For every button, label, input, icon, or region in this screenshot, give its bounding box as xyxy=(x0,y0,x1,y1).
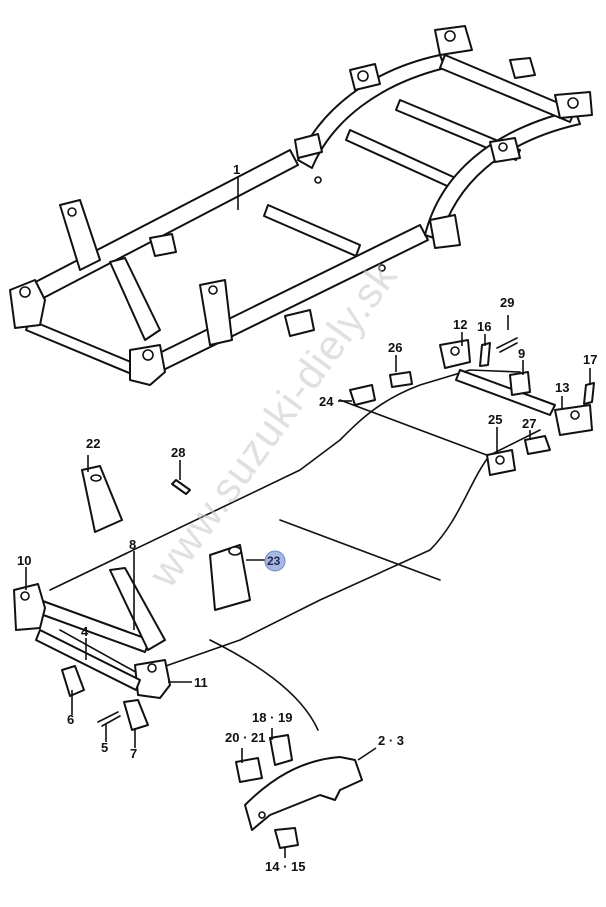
callout-12[interactable]: 12 xyxy=(453,317,467,332)
callout-24[interactable]: 24 xyxy=(319,394,334,409)
part-8-bracket[interactable] xyxy=(109,567,166,651)
callout-1[interactable]: 1 xyxy=(233,162,240,177)
part-14-15-bracket[interactable] xyxy=(274,827,299,849)
part-26-clip[interactable] xyxy=(389,371,413,388)
callout-6[interactable]: 6 xyxy=(67,712,74,727)
highlight-marker xyxy=(264,550,286,572)
part-18-19-clip[interactable] xyxy=(269,734,293,766)
callout-9[interactable]: 9 xyxy=(518,346,525,361)
callout-20-21[interactable]: 20 · 21 xyxy=(225,730,265,745)
part-13-body-mount[interactable] xyxy=(554,404,593,436)
part-28-bolt[interactable] xyxy=(171,479,191,495)
part-11-body-mount-front-right[interactable] xyxy=(134,659,171,699)
callout-27[interactable]: 27 xyxy=(522,416,536,431)
callout-8[interactable]: 8 xyxy=(129,537,136,552)
part-12-body-mount[interactable] xyxy=(439,339,471,369)
part-17-clip[interactable] xyxy=(583,382,595,405)
part-16-clip[interactable] xyxy=(479,342,491,367)
callout-2-3[interactable]: 2 · 3 xyxy=(378,733,404,748)
callout-26[interactable]: 26 xyxy=(388,340,402,355)
callout-18-19[interactable]: 18 · 19 xyxy=(252,710,292,725)
callout-labels: 1 2 · 3 4 5 6 7 8 9 10 11 12 13 14 · 15 … xyxy=(17,162,597,874)
callout-28[interactable]: 28 xyxy=(171,445,185,460)
part-25-bracket[interactable] xyxy=(486,449,516,476)
callout-16[interactable]: 16 xyxy=(477,319,491,334)
part-20-21-clip[interactable] xyxy=(235,757,263,783)
part-2-3-side-member[interactable] xyxy=(244,756,363,831)
part-29-u-bolt[interactable] xyxy=(496,337,518,353)
leader-lines xyxy=(25,177,591,858)
callout-23[interactable]: 23 xyxy=(267,554,281,568)
part-24-bracket[interactable] xyxy=(349,384,376,406)
callout-25[interactable]: 25 xyxy=(488,412,502,427)
part-6-bracket[interactable] xyxy=(61,665,85,697)
part-7-bracket[interactable] xyxy=(123,699,149,731)
part-4-crossbar[interactable] xyxy=(35,629,141,691)
part-5-u-bolt[interactable] xyxy=(97,711,121,727)
part-9-crossmember[interactable] xyxy=(455,369,556,416)
part-23-bracket[interactable] xyxy=(209,544,251,611)
part-27-clip[interactable] xyxy=(524,435,551,455)
part-10-body-mount-front-left[interactable] xyxy=(13,583,46,631)
callout-23-highlighted[interactable]: 23 xyxy=(264,550,286,572)
callout-5[interactable]: 5 xyxy=(101,740,108,755)
callout-14-15[interactable]: 14 · 15 xyxy=(265,859,305,874)
part-22-bracket[interactable] xyxy=(81,465,123,533)
callout-22[interactable]: 22 xyxy=(86,436,100,451)
callout-13[interactable]: 13 xyxy=(555,380,569,395)
callout-10[interactable]: 10 xyxy=(17,553,31,568)
callout-7[interactable]: 7 xyxy=(130,746,137,761)
complete-frame-assembly[interactable] xyxy=(9,25,593,386)
callout-4[interactable]: 4 xyxy=(81,624,89,639)
frame-outline-lower[interactable] xyxy=(34,369,541,731)
callout-17[interactable]: 17 xyxy=(583,352,597,367)
callout-29[interactable]: 29 xyxy=(500,295,514,310)
callout-11[interactable]: 11 xyxy=(194,675,208,690)
